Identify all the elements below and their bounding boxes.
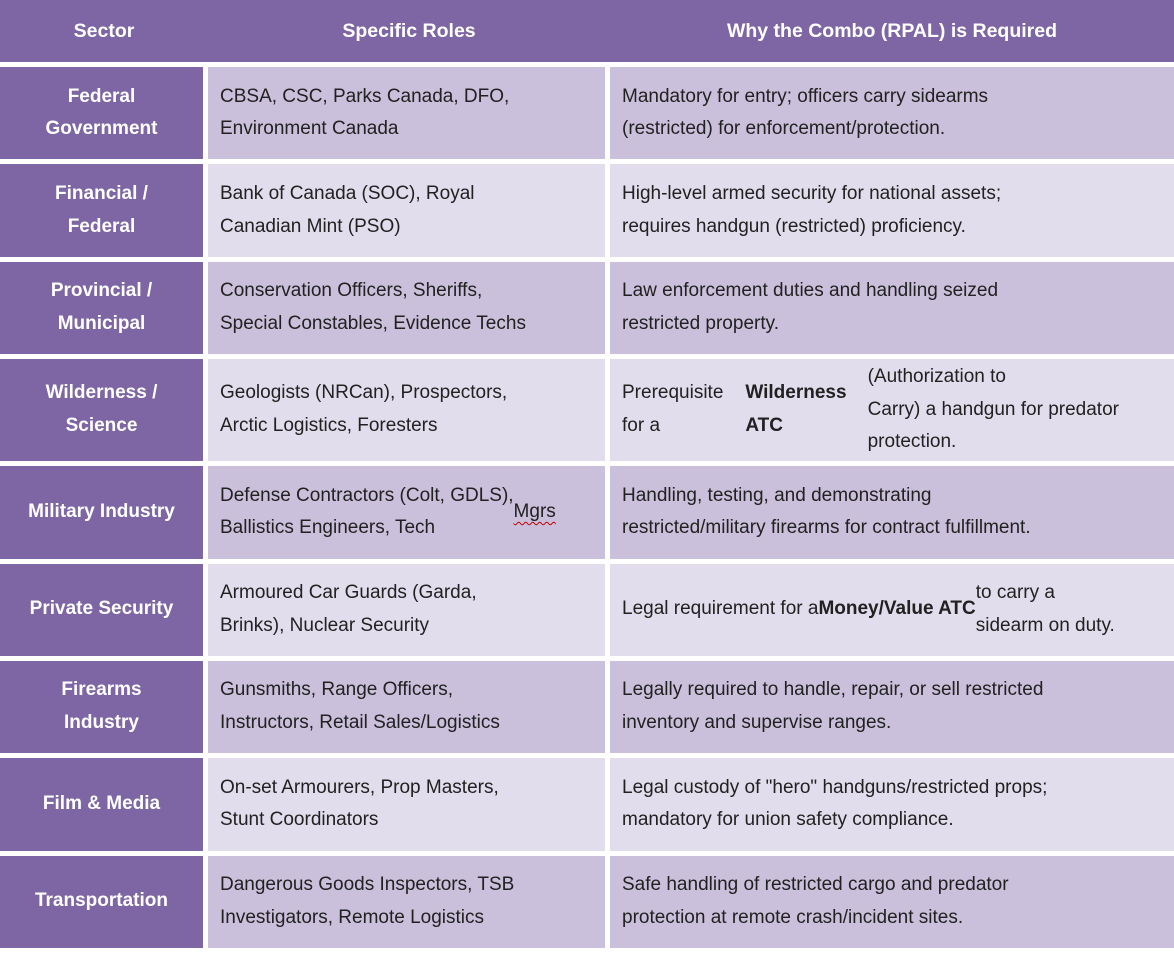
text-segment: Safe handling of restricted cargo and pr… [622, 874, 1009, 928]
text-segment: Geologists (NRCan), Prospectors, Arctic … [220, 382, 508, 437]
text-segment: (Authorization to Carry) a handgun for p… [867, 366, 1119, 453]
sector-cell[interactable]: Wilderness / Science [0, 359, 203, 462]
text-segment: Prerequisite for a [622, 382, 724, 437]
why-required-cell[interactable]: Legally required to handle, repair, or s… [610, 660, 1174, 754]
why-required-cell[interactable]: Prerequisite for a Wilderness ATC (Autho… [610, 359, 1174, 462]
sector-cell[interactable]: Private Security [0, 563, 203, 656]
sector-cell[interactable]: Federal Government [0, 67, 203, 160]
text-segment: Gunsmiths, Range Officers, Instructors, … [220, 679, 500, 734]
text-segment: Law enforcement duties and handling seiz… [622, 280, 999, 334]
why-required-cell[interactable]: High-level armed security for national a… [610, 164, 1174, 257]
why-required-cell[interactable]: Handling, testing, and demonstrating res… [610, 466, 1174, 559]
text-segment: to carry a sidearm on duty. [975, 582, 1115, 636]
bold-text-segment: Money/Value ATC [818, 598, 976, 620]
text-segment: On-set Armourers, Prop Masters, Stunt Co… [220, 776, 499, 831]
specific-roles-cell[interactable]: Bank of Canada (SOC), Royal Canadian Min… [208, 164, 605, 257]
column-header-why-combo-required: Why the Combo (RPAL) is Required [726, 19, 1058, 42]
text-segment: CBSA, CSC, Parks Canada, DFO, Environmen… [220, 85, 510, 140]
column-header-sector: Sector [73, 19, 135, 42]
text-segment: Dangerous Goods Inspectors, TSB Investig… [220, 874, 515, 928]
text-segment: High-level armed security for national a… [622, 182, 1002, 237]
text-segment: Conservation Officers, Sheriffs, Special… [220, 280, 526, 334]
sector-cell[interactable]: Firearms Industry [0, 660, 203, 754]
sector-cell[interactable]: Transportation [0, 855, 203, 948]
why-required-cell[interactable]: Safe handling of restricted cargo and pr… [610, 855, 1174, 948]
specific-roles-cell[interactable]: CBSA, CSC, Parks Canada, DFO, Environmen… [208, 67, 605, 160]
column-header-specific-roles: Specific Roles [342, 19, 476, 42]
text-segment: Bank of Canada (SOC), Royal Canadian Min… [220, 182, 475, 237]
text-segment: Legally required to handle, repair, or s… [622, 679, 1044, 734]
specific-roles-cell[interactable]: Geologists (NRCan), Prospectors, Arctic … [208, 359, 605, 462]
text-segment: Handling, testing, and demonstrating res… [622, 484, 1031, 539]
text-segment: Mandatory for entry; officers carry side… [622, 85, 989, 140]
specific-roles-cell[interactable]: Conservation Officers, Sheriffs, Special… [208, 261, 605, 355]
misspelled-word: Mgrs [513, 500, 556, 522]
sector-cell[interactable]: Film & Media [0, 758, 203, 851]
text-segment: Defense Contractors (Colt, GDLS), Ballis… [220, 484, 514, 539]
text-segment: Armoured Car Guards (Garda, Brinks), Nuc… [220, 582, 477, 636]
bold-text-segment: Wilderness ATC [745, 382, 847, 437]
sector-cell[interactable]: Military Industry [0, 466, 203, 559]
text-segment: Legal requirement for a [622, 598, 819, 620]
why-required-cell[interactable]: Mandatory for entry; officers carry side… [610, 67, 1174, 160]
specific-roles-cell[interactable]: On-set Armourers, Prop Masters, Stunt Co… [208, 758, 605, 851]
specific-roles-cell[interactable]: Defense Contractors (Colt, GDLS), Ballis… [208, 466, 605, 559]
text-segment: Legal custody of "hero" handguns/restric… [622, 776, 1048, 831]
specific-roles-cell[interactable]: Dangerous Goods Inspectors, TSB Investig… [208, 855, 605, 948]
why-required-cell[interactable]: Legal requirement for a Money/Value ATC … [610, 563, 1174, 656]
why-required-cell[interactable]: Legal custody of "hero" handguns/restric… [610, 758, 1174, 851]
specific-roles-cell[interactable]: Gunsmiths, Range Officers, Instructors, … [208, 660, 605, 754]
sector-cell[interactable]: Financial / Federal [0, 164, 203, 257]
sector-cell[interactable]: Provincial / Municipal [0, 261, 203, 355]
table-body: Federal Government CBSA, CSC, Parks Canad… [0, 67, 1174, 948]
table-header-row: Sector Specific Roles Why the Combo (RPA… [0, 0, 1174, 62]
specific-roles-cell[interactable]: Armoured Car Guards (Garda, Brinks), Nuc… [208, 563, 605, 656]
why-required-cell[interactable]: Law enforcement duties and handling seiz… [610, 261, 1174, 355]
